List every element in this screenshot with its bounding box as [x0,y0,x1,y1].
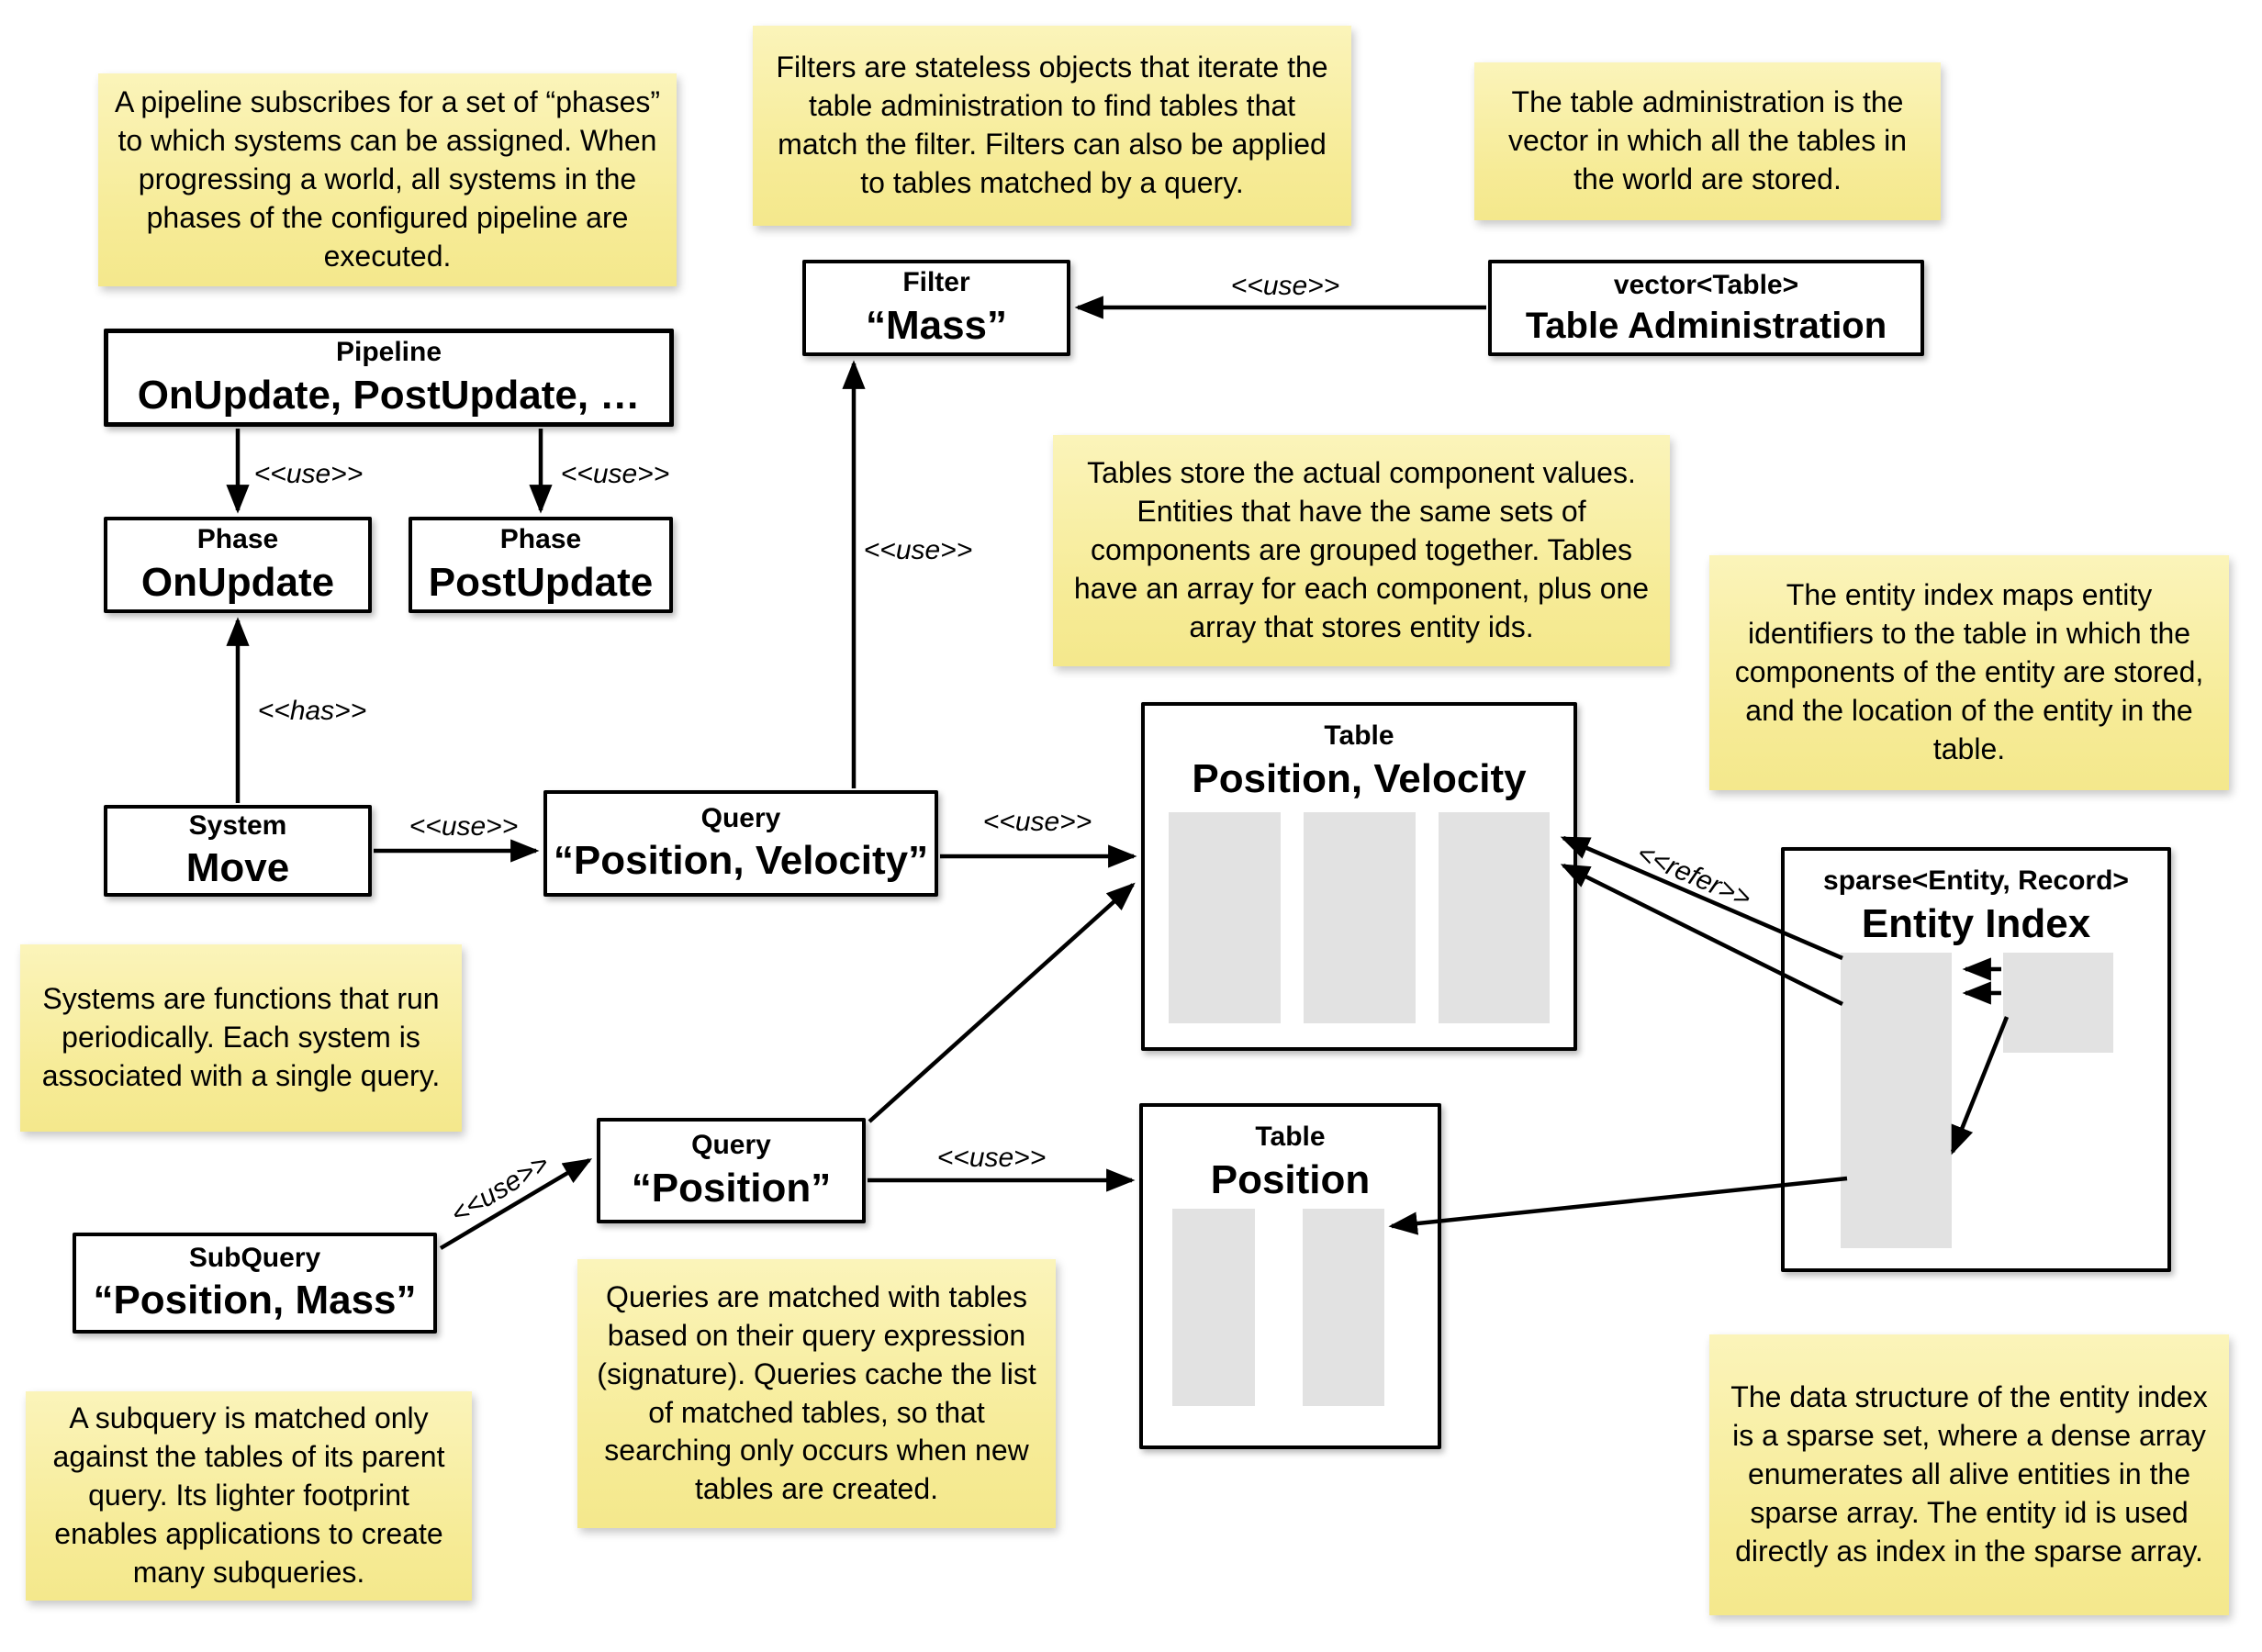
note-sparse-set: The data structure of the entity index i… [1709,1334,2229,1615]
edge-label-use: <<use>> [936,1143,1047,1173]
note-queries: Queries are matched with tables based on… [577,1259,1056,1528]
arrow-entity-index-to-table-pos [1388,1176,1848,1235]
table-pv-name: Position, Velocity [1192,755,1527,801]
box-entity-index: sparse<Entity, Record> Entity Index [1781,847,2171,1272]
edge-label-refer: <<refer>> [1632,838,1756,914]
entity-index-stereotype: sparse<Entity, Record> [1823,865,2129,896]
filter-mass-name: “Mass” [865,302,1008,348]
component-array-bar [1169,812,1281,1023]
box-table-position: Table Position [1139,1103,1441,1449]
pipeline-name: OnUpdate, PostUpdate, … [137,372,641,418]
edge-label-use: <<use>> [445,1147,555,1231]
edge-label-use: <<use>> [1230,271,1340,301]
box-table-position-velocity: Table Position, Velocity [1141,702,1577,1051]
arrow-query-pos-to-table-pv [868,882,1136,1123]
edge-label-use: <<use>> [409,811,519,842]
box-phase-postupdate: Phase PostUpdate [409,517,673,613]
query-pv-name: “Position, Velocity” [553,838,929,884]
table-pos-stereotype: Table [1255,1122,1326,1152]
note-tables: Tables store the actual component values… [1053,435,1670,666]
phase-onupdate-name: OnUpdate [140,559,335,605]
entity-id-array-bar [1303,1209,1384,1406]
query-pos-name: “Position” [631,1165,832,1211]
box-phase-onupdate: Phase OnUpdate [104,517,372,613]
box-subquery: SubQuery “Position, Mass” [73,1233,437,1334]
query-pos-stereotype: Query [691,1130,771,1161]
system-move-name: Move [185,845,290,891]
edge-label-use: <<use>> [863,535,973,565]
box-query-position-velocity: Query “Position, Velocity” [543,790,938,897]
edge-label-use: <<use>> [982,807,1092,837]
edge-label-use: <<use>> [253,459,364,489]
box-query-position: Query “Position” [597,1118,866,1223]
note-systems: Systems are functions that run periodica… [20,944,462,1132]
table-pv-stereotype: Table [1324,720,1394,751]
box-filter-mass: Filter “Mass” [802,260,1070,356]
box-system-move: System Move [104,805,372,897]
phase-postupdate-stereotype: Phase [499,524,582,555]
entity-id-array-bar [1439,812,1550,1023]
component-array-bar [1172,1209,1255,1406]
dense-array-bar [2003,953,2113,1053]
sparse-array-bar [1841,953,1952,1248]
note-subquery: A subquery is matched only against the t… [26,1391,472,1601]
subquery-name: “Position, Mass” [93,1278,417,1323]
pipeline-stereotype: Pipeline [335,337,442,368]
edge-label-use: <<use>> [560,459,670,489]
phase-postupdate-name: PostUpdate [428,559,654,605]
component-array-bar [1304,812,1416,1023]
system-move-stereotype: System [188,809,287,841]
entity-index-name: Entity Index [1861,900,2091,946]
box-pipeline: Pipeline OnUpdate, PostUpdate, … [104,329,674,427]
box-table-administration: vector<Table> Table Administration [1488,260,1924,356]
table-admin-name: Table Administration [1525,306,1887,347]
query-pv-stereotype: Query [700,802,781,833]
subquery-stereotype: SubQuery [188,1242,321,1273]
edge-label-has: <<has>> [257,696,367,726]
note-pipeline: A pipeline subscribes for a set of “phas… [98,73,677,286]
table-admin-stereotype: vector<Table> [1613,269,1799,300]
note-filters: Filters are stateless objects that itera… [753,26,1351,226]
filter-mass-stereotype: Filter [902,267,970,298]
phase-onupdate-stereotype: Phase [196,524,279,555]
table-pos-name: Position [1210,1156,1371,1202]
note-entity-index: The entity index maps entity identifiers… [1709,555,2229,790]
note-table-administration: The table administration is the vector i… [1474,62,1941,220]
